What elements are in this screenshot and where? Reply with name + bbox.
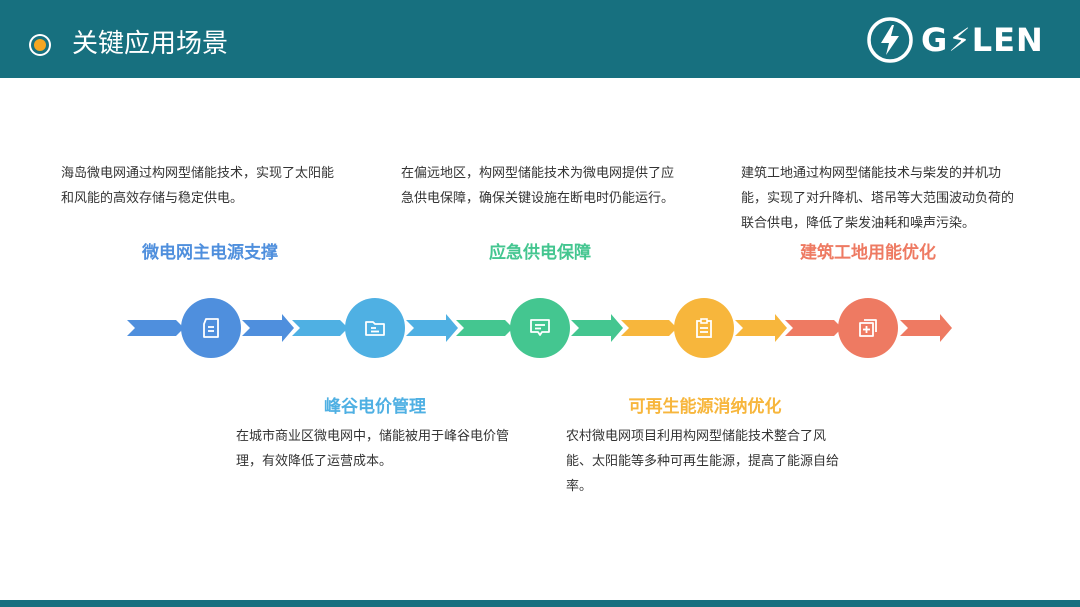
scenario-1-description: 海岛微电网通过构网型储能技术，实现了太阳能和风能的高效存储与稳定供电。 bbox=[61, 166, 335, 206]
timeline-arrow-7 bbox=[621, 320, 677, 336]
page-title: 关键应用场景 bbox=[72, 29, 229, 59]
scenario-4-label: 可再生能源消纳优化 bbox=[628, 397, 782, 417]
node-2 bbox=[345, 298, 405, 358]
timeline-arrow-4 bbox=[406, 314, 458, 342]
timeline-arrow-8 bbox=[735, 314, 787, 342]
timeline-arrow-1 bbox=[127, 320, 184, 336]
timeline-arrow-3 bbox=[292, 320, 348, 336]
scenario-2-description: 在城市商业区微电网中，储能被用于峰谷电价管理，有效降低了运营成本。 bbox=[236, 429, 510, 469]
node-3 bbox=[510, 298, 570, 358]
header-bar: 关键应用场景 G⚡LEN bbox=[0, 0, 1080, 78]
message-icon bbox=[530, 319, 550, 336]
scenario-3-label: 应急供电保障 bbox=[489, 243, 591, 263]
scenario-5-description: 建筑工地通过构网型储能技术与柴发的并机功能，实现了对升降机、塔吊等大范围波动负荷… bbox=[741, 166, 1015, 231]
document-icon bbox=[203, 318, 219, 338]
timeline-arrow-6 bbox=[571, 314, 623, 342]
timeline-arrow-9 bbox=[785, 320, 842, 336]
clipboard-icon bbox=[696, 318, 712, 338]
add-box-icon bbox=[859, 319, 877, 337]
golen-logo-icon bbox=[867, 17, 913, 63]
scenario-5-label: 建筑工地用能优化 bbox=[800, 243, 936, 263]
node-4 bbox=[674, 298, 734, 358]
timeline-arrow-5 bbox=[456, 320, 513, 336]
timeline-arrow-10 bbox=[900, 314, 952, 342]
node-1 bbox=[181, 298, 241, 358]
scenario-4-description: 农村微电网项目利用构网型储能技术整合了风能、太阳能等多种可再生能源，提高了能源自… bbox=[566, 429, 840, 494]
timeline-arrow-2 bbox=[242, 314, 294, 342]
node-5 bbox=[838, 298, 898, 358]
scenario-1-label: 微电网主电源支撑 bbox=[142, 243, 278, 263]
footer-bar bbox=[0, 600, 1080, 607]
title-bullet-icon bbox=[29, 34, 51, 56]
folder-icon bbox=[365, 321, 385, 336]
scenario-3-description: 在偏远地区，构网型储能技术为微电网提供了应急供电保障，确保关键设施在断电时仍能运… bbox=[401, 166, 675, 206]
scenario-2-label: 峰谷电价管理 bbox=[324, 397, 426, 417]
golen-logo-text: G⚡LEN bbox=[921, 21, 1044, 59]
